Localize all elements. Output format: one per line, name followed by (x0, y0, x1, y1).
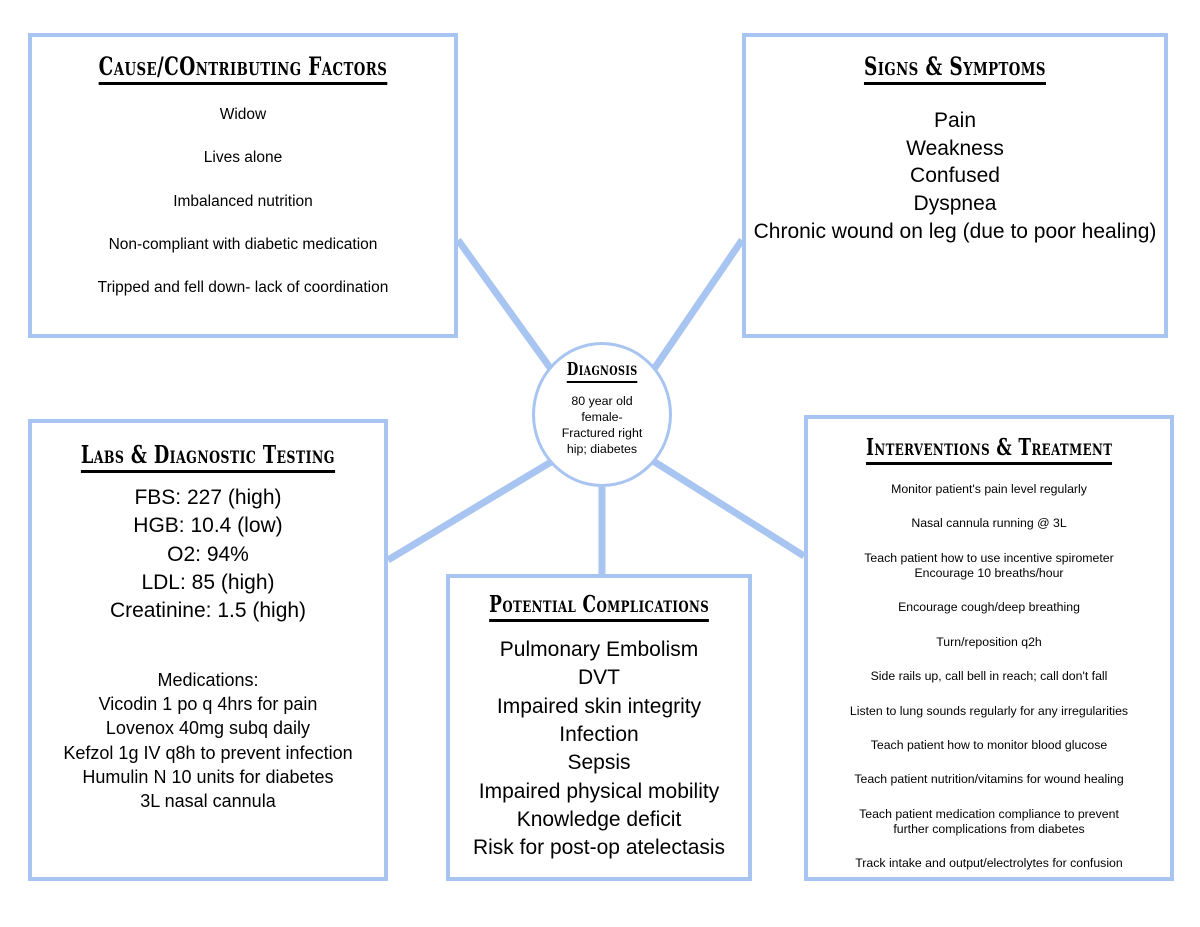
node-heading-wrap: Cause/COntributing Factors (32, 52, 454, 85)
list-item: Fractured right (561, 425, 643, 440)
list-item: Impaired physical mobility (478, 779, 720, 803)
list-item: Pain (933, 109, 977, 132)
list-item: Sepsis (567, 751, 631, 775)
list-item: Medications: (157, 669, 259, 690)
node-title-signs: Signs & Symptoms (864, 52, 1046, 85)
list-item: Monitor patient's pain level regularly (891, 482, 1087, 496)
list-item: Infection (559, 723, 639, 747)
list-item: DVT (578, 666, 620, 690)
node-body-diagnosis: 80 year old female- Fractured right hip;… (535, 394, 669, 458)
node-body-labs-medications: Medications: Vicodin 1 po q 4hrs for pai… (32, 668, 384, 814)
list-item: FBS: 227 (high) (134, 486, 282, 509)
list-item: Widow (219, 106, 267, 123)
node-title-cause: Cause/COntributing Factors (98, 52, 388, 85)
node-body-labs-values: FBS: 227 (high) HGB: 10.4 (low) O2: 94% … (32, 484, 384, 626)
list-item: Turn/reposition q2h (936, 634, 1042, 649)
list-item: Lovenox 40mg subq daily (105, 718, 311, 739)
list-item: Teach patient medication compliance to p… (859, 806, 1119, 821)
node-potential-complications: Potential Complications Pulmonary Emboli… (446, 574, 752, 881)
list-item: 3L nasal cannula (140, 791, 276, 812)
connector-labs (386, 456, 558, 563)
list-item: Creatinine: 1.5 (high) (109, 599, 307, 623)
list-item: Imbalanced nutrition (173, 192, 313, 210)
node-cause-contributing-factors: Cause/COntributing Factors Widow Lives a… (28, 33, 458, 338)
list-item: Confused (910, 164, 1000, 188)
connector-interventions (648, 456, 806, 559)
list-item: Dyspnea (913, 192, 997, 216)
node-heading-wrap: Labs & Diagnostic Testing (32, 440, 384, 473)
list-item: further complications from diabetes (893, 821, 1085, 836)
node-body-complications: Pulmonary Embolism DVT Impaired skin int… (450, 636, 748, 863)
node-body-interventions: Monitor patient's pain level regularly N… (808, 482, 1170, 872)
list-item: HGB: 10.4 (low) (133, 514, 283, 538)
list-item: Tripped and fell down- lack of coordinat… (97, 279, 389, 297)
list-item: Pulmonary Embolism (499, 638, 699, 661)
list-item: Non-compliant with diabetic medication (108, 235, 378, 253)
node-heading-wrap: Diagnosis (535, 359, 669, 383)
list-item: O2: 94% (167, 542, 249, 566)
list-item: Impaired skin integrity (496, 694, 702, 718)
list-item: Nasal cannula running @ 3L (911, 516, 1067, 531)
node-heading-wrap: Interventions & Treatment (808, 434, 1170, 465)
list-item: Teach patient how to monitor blood gluco… (870, 737, 1108, 752)
list-item: Side rails up, call bell in reach; call … (870, 669, 1108, 684)
list-item: LDL: 85 (high) (141, 571, 275, 595)
node-labs-and-diagnostic-testing: Labs & Diagnostic Testing FBS: 227 (high… (28, 419, 388, 881)
node-title-interventions: Interventions & Treatment (865, 434, 1113, 465)
list-item: Teach patient nutrition/vitamins for wou… (854, 772, 1124, 787)
list-item: hip; diabetes (566, 441, 638, 456)
list-item: Risk for post-op atelectasis (472, 836, 726, 860)
node-body-cause: Widow Lives alone Imbalanced nutrition N… (32, 106, 454, 297)
node-title-complications: Potential Complications (488, 591, 710, 622)
list-item: Knowledge deficit (516, 808, 682, 832)
list-item: Weakness (906, 136, 1004, 160)
list-item: Encourage 10 breaths/hour (914, 566, 1064, 581)
node-diagnosis-center: Diagnosis 80 year old female- Fractured … (532, 342, 672, 487)
list-item: Humulin N 10 units for diabetes (82, 766, 334, 787)
connector-signs (651, 238, 745, 371)
list-item: Lives alone (203, 149, 283, 167)
node-signs-and-symptoms: Signs & Symptoms Pain Weakness Confused … (742, 33, 1168, 338)
list-item: Track intake and output/electrolytes for… (855, 856, 1123, 871)
node-interventions-and-treatment: Interventions & Treatment Monitor patien… (804, 415, 1174, 881)
list-item: Listen to lung sounds regularly for any … (849, 703, 1129, 718)
connector-cause (455, 237, 554, 372)
list-item: Chronic wound on leg (due to poor healin… (753, 219, 1157, 243)
list-item: 80 year old (571, 394, 633, 408)
node-heading-wrap: Potential Complications (450, 591, 748, 622)
list-item: Teach patient how to use incentive spiro… (864, 550, 1114, 565)
node-heading-wrap: Signs & Symptoms (746, 52, 1164, 85)
list-item: Kefzol 1g IV q8h to prevent infection (63, 742, 353, 763)
node-title-diagnosis: Diagnosis (566, 359, 638, 383)
list-item: Vicodin 1 po q 4hrs for pain (98, 694, 318, 715)
list-item: female- (581, 409, 623, 424)
node-title-labs: Labs & Diagnostic Testing (80, 440, 336, 473)
node-body-signs: Pain Weakness Confused Dyspnea Chronic w… (746, 107, 1164, 246)
list-item: Encourage cough/deep breathing (898, 600, 1080, 615)
